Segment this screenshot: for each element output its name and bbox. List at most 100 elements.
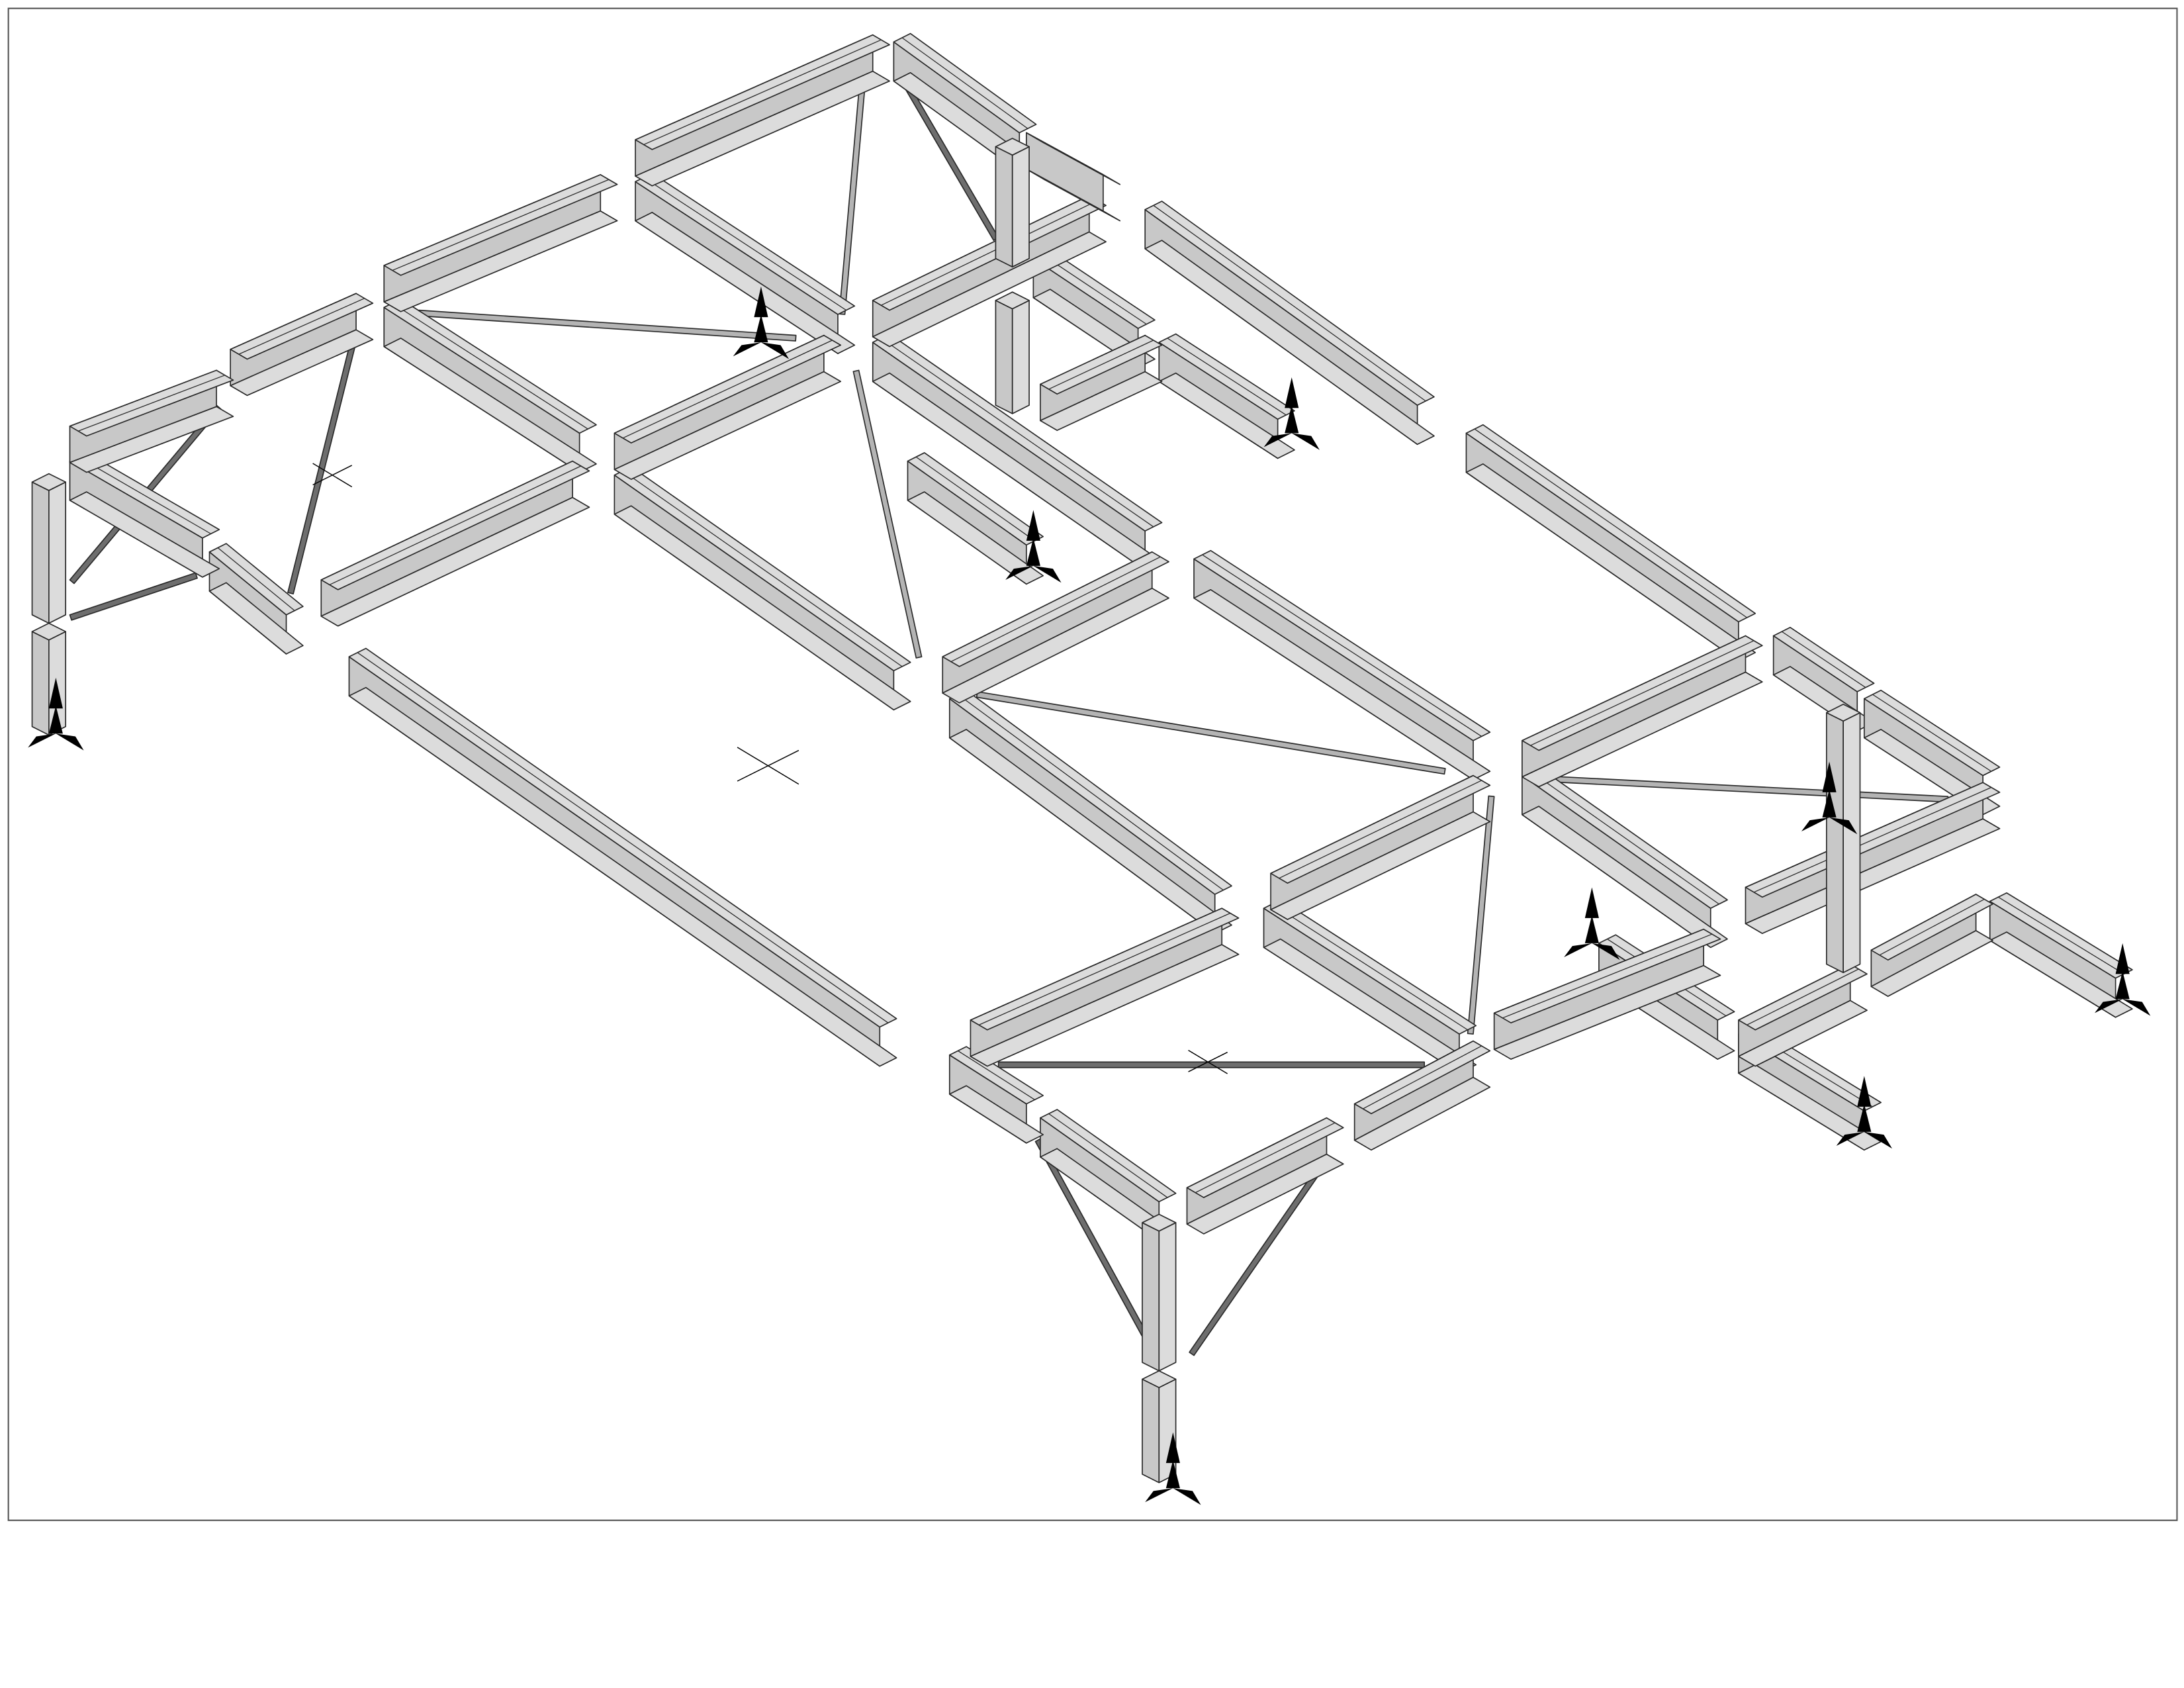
beam-web-line [1034, 137, 1112, 180]
beam-web-line [392, 303, 588, 430]
steel-beam [383, 298, 597, 473]
steel-beam [1522, 767, 1728, 949]
beam-web-line [1202, 554, 1482, 737]
beam-bottom-flange [1144, 240, 1435, 445]
column-top [31, 622, 67, 641]
steel-beam [1144, 201, 1435, 445]
beam-bottom-flange [1186, 1153, 1344, 1235]
beam-web-line [1195, 1122, 1336, 1194]
steel-column [995, 138, 1030, 268]
beam-web-line [1872, 694, 1992, 772]
steel-beam [872, 333, 1163, 571]
beam-web-line [1502, 933, 1713, 1019]
beam-bottom-flange [942, 587, 1169, 704]
beam-web-line [881, 338, 1154, 528]
beam-web-line [643, 39, 882, 146]
beam-bottom-flange [1193, 588, 1491, 780]
steel-beam [320, 460, 590, 627]
steel-beam [1870, 894, 1993, 997]
beam-bottom-flange [614, 505, 911, 711]
beam-web-line [1747, 968, 1859, 1025]
beam-bottom-flange [1989, 931, 2133, 1018]
steel-beam [1493, 928, 1721, 1060]
beam-bottom-flange [320, 496, 590, 627]
beam-web-line [392, 179, 610, 271]
steel-beam [1025, 132, 1121, 222]
steel-beam [348, 647, 897, 1067]
beam-web-line [217, 547, 295, 611]
steel-beam [208, 543, 304, 655]
beam-web-line [238, 298, 365, 355]
support-arrow-triad-icon [1564, 887, 1620, 961]
column-top [1826, 704, 1861, 722]
beam-web-line [643, 177, 846, 311]
beam-web-line [958, 694, 1224, 891]
beam-bottom-flange [970, 944, 1240, 1067]
column-face [1142, 1222, 1160, 1372]
beam-bottom-flange [1870, 930, 1993, 997]
steel-beam [948, 1046, 1044, 1144]
support-arrow-triad-icon [1145, 1432, 1201, 1505]
beam-bottom-flange [872, 231, 1107, 348]
diagonal-brace [997, 1061, 1426, 1068]
beam-bottom-flange [208, 582, 304, 655]
column-face [31, 631, 50, 736]
column-face [1011, 146, 1030, 268]
beam-bottom-flange [1040, 371, 1163, 432]
steel-column [31, 473, 67, 624]
beam-web-line [1998, 896, 2124, 974]
column-top [1142, 1370, 1177, 1388]
beam-web-line [1781, 631, 1866, 688]
steel-beam [1158, 333, 1295, 459]
beam-bottom-flange [1738, 1000, 1868, 1067]
diagonal-brace [418, 309, 797, 342]
diagonal-brace [1535, 774, 1949, 803]
column-face [1826, 712, 1844, 974]
diagonal-brace [839, 75, 867, 315]
steel-beam [69, 452, 220, 578]
column-face [48, 481, 67, 624]
column-face [31, 481, 50, 624]
beam-web-line [1041, 254, 1147, 325]
beam-web-line [622, 470, 903, 667]
beam-web-line [1271, 904, 1468, 1031]
beam-bottom-flange [383, 338, 597, 473]
steel-beam [942, 551, 1169, 704]
beam-bottom-flange [907, 491, 1044, 585]
steel-beam [1186, 1117, 1344, 1235]
symbol-group [28, 286, 2151, 1505]
beam-web-line [77, 456, 211, 534]
beam-bottom-flange [1353, 1076, 1491, 1151]
beam-bottom-flange [69, 406, 234, 473]
column-face [995, 146, 1013, 268]
steel-beam [635, 34, 890, 187]
diagonal-brace [852, 369, 923, 659]
column-face [995, 300, 1013, 414]
beam-web-face [1025, 132, 1104, 212]
steel-beam [1989, 892, 2133, 1018]
steel-column [1826, 704, 1861, 974]
beam-bottom-flange [635, 70, 890, 187]
beam-bottom-flange [614, 371, 842, 480]
beam-web-line [1363, 1045, 1482, 1109]
support-arrow-triad-icon [1263, 377, 1320, 450]
beam-bottom-flange [1493, 964, 1721, 1060]
column-face [1158, 1222, 1177, 1372]
steel-column [1142, 1213, 1177, 1372]
beam-web-line [1048, 340, 1154, 390]
beam-web-line [1153, 205, 1426, 402]
steel-beam [383, 174, 618, 312]
steel-beam [614, 334, 842, 480]
beam-bottom-flange [1522, 806, 1728, 949]
axis-cross-icon [312, 463, 353, 488]
steel-beam [69, 369, 234, 473]
steel-beam [1522, 635, 1763, 788]
beam-bottom-flange [1745, 818, 2001, 934]
steel-beam [1270, 774, 1491, 920]
steel-beam [1040, 334, 1163, 432]
axis-cross-icon [1188, 1049, 1228, 1074]
beam-bottom-flange [1522, 671, 1763, 788]
beam-web-line [1048, 1113, 1168, 1198]
steel-beam [872, 195, 1107, 348]
beam-web-line [978, 912, 1231, 1025]
